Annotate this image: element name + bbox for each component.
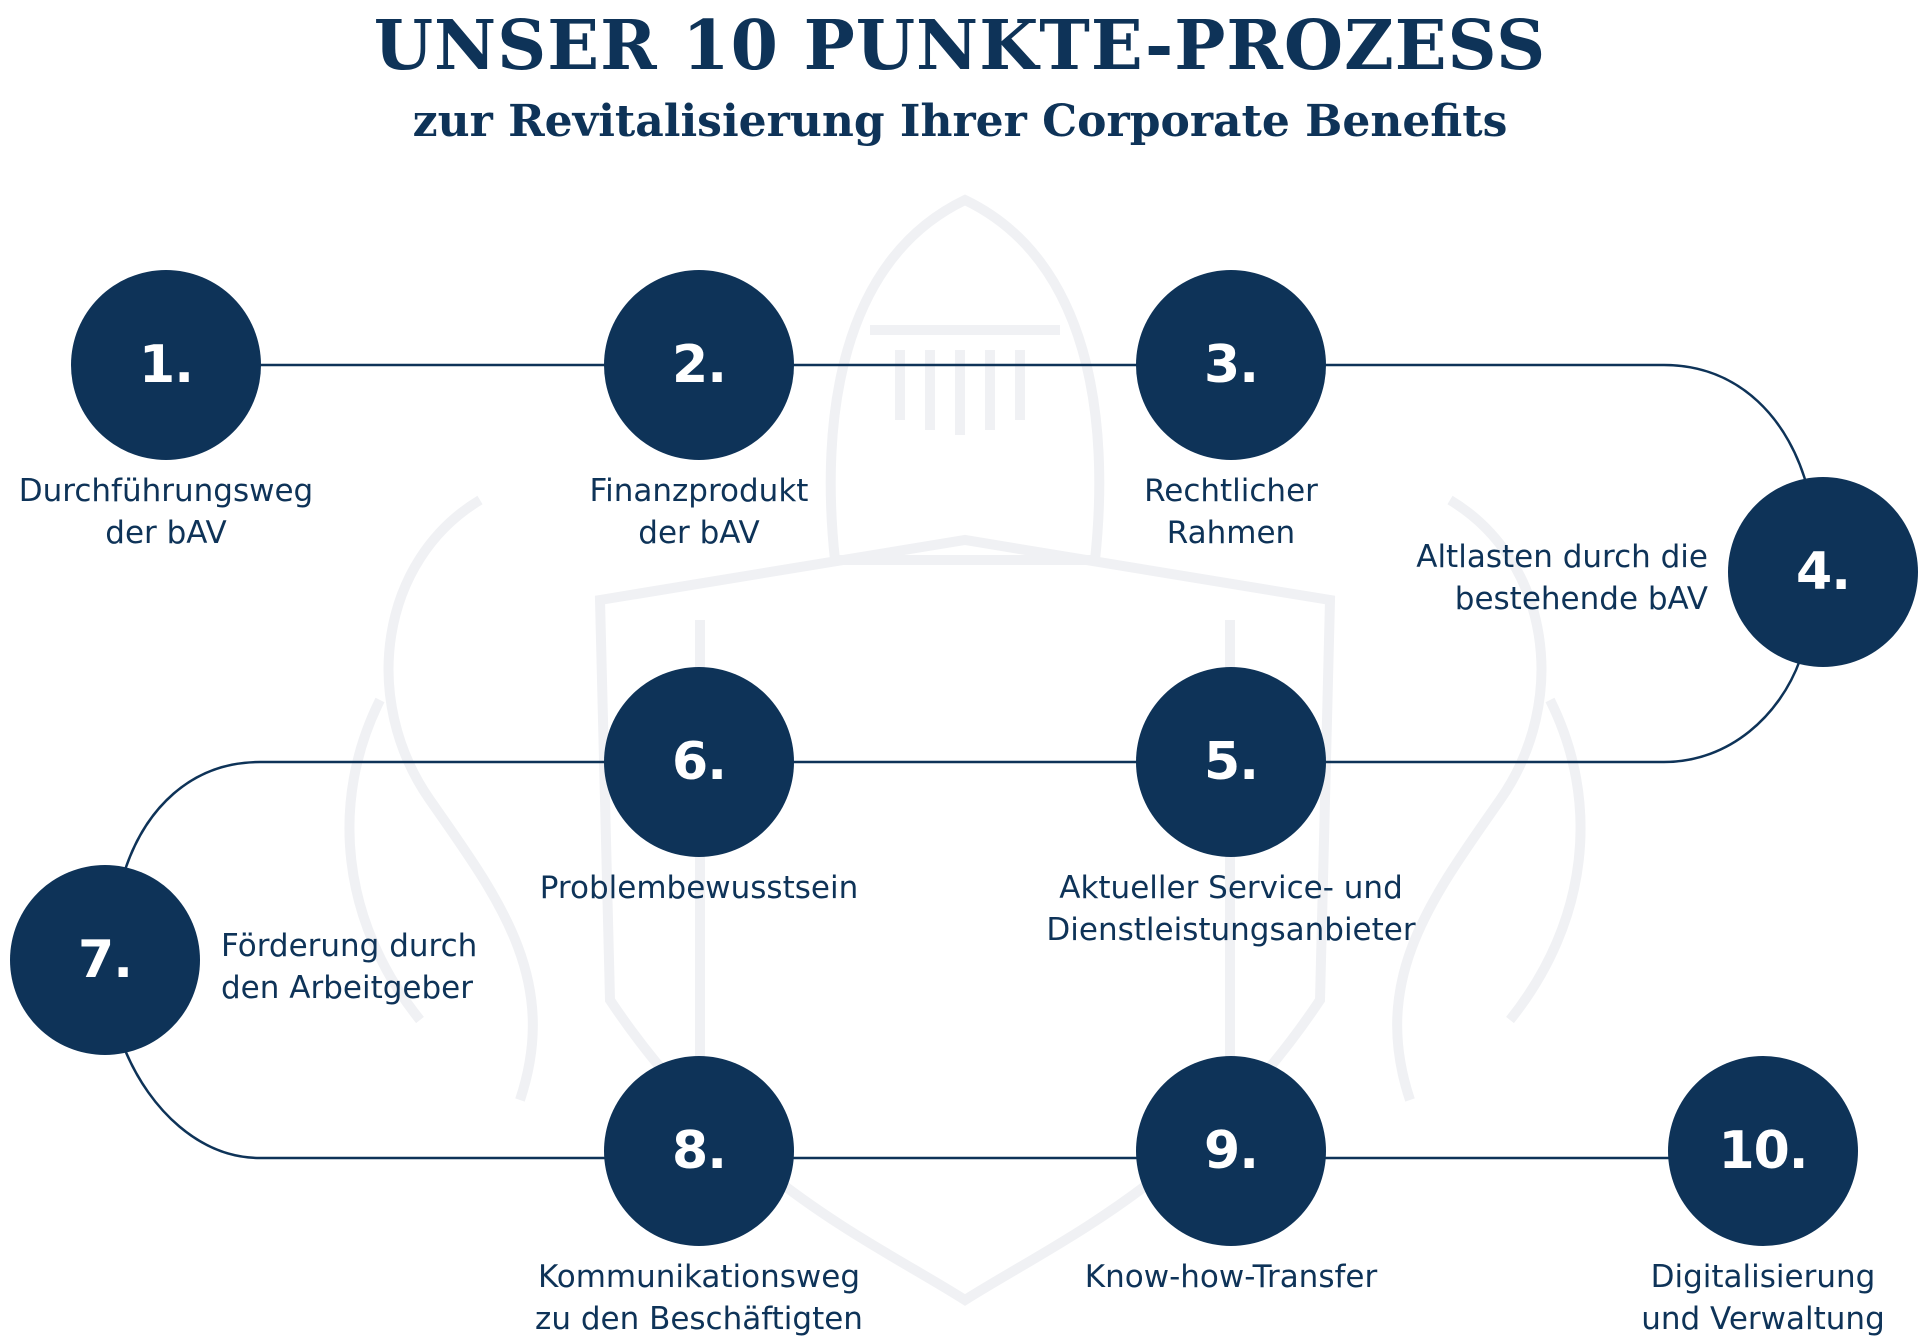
- step-label-line: Aktueller Service- und: [1059, 870, 1403, 906]
- step-label-line: Finanzprodukt: [589, 473, 809, 509]
- step-node-2: 2.: [604, 270, 794, 460]
- step-label-line: Rechtlicher: [1144, 473, 1318, 509]
- step-label-line: Know-how-Transfer: [1084, 1259, 1378, 1295]
- step-label-4: Altlasten durch die bestehende bAV: [1416, 536, 1708, 620]
- step-number: 10.: [1718, 1121, 1808, 1181]
- step-node-5: 5.: [1136, 667, 1326, 857]
- connector-curve-4-5: [1663, 659, 1802, 764]
- step-label-line: Dienstleistungsanbieter: [1046, 912, 1416, 948]
- step-label-3: Rechtlicher Rahmen: [1144, 470, 1318, 554]
- step-number: 1.: [139, 335, 194, 395]
- step-label-10: Digitalisierung und Verwaltung: [1641, 1256, 1885, 1340]
- step-label-line: und Verwaltung: [1641, 1301, 1885, 1337]
- step-number: 8.: [672, 1121, 727, 1181]
- step-number: 9.: [1204, 1121, 1259, 1181]
- step-node-8: 8.: [604, 1056, 794, 1246]
- step-label-8: Kommunikationsweg zu den Beschäftigten: [535, 1256, 863, 1340]
- step-node-4: 4.: [1728, 477, 1918, 667]
- step-label-6: Problembewusstsein: [540, 867, 858, 909]
- step-node-1: 1.: [71, 270, 261, 460]
- step-node-9: 9.: [1136, 1056, 1326, 1246]
- step-number: 3.: [1204, 335, 1259, 395]
- step-label-line: Förderung durch: [221, 928, 478, 964]
- step-node-10: 10.: [1668, 1056, 1858, 1246]
- step-label-7: Förderung durch den Arbeitgeber: [221, 925, 477, 1009]
- step-label-line: den Arbeitgeber: [221, 970, 473, 1006]
- page-title: UNSER 10 PUNKTE-PROZESS: [373, 6, 1547, 86]
- step-number: 5.: [1204, 732, 1259, 792]
- page-subtitle: zur Revitalisierung Ihrer Corporate Bene…: [412, 96, 1508, 147]
- connector-curve-6-7: [123, 760, 261, 871]
- step-node-3: 3.: [1136, 270, 1326, 460]
- connector-curve-7-8: [123, 1049, 261, 1160]
- step-label-line: bestehende bAV: [1454, 581, 1708, 617]
- step-label-line: der bAV: [638, 515, 760, 551]
- step-label-2: Finanzprodukt der bAV: [590, 470, 809, 554]
- step-label-line: Kommunikationsweg: [537, 1259, 861, 1295]
- step-node-7: 7.: [10, 865, 200, 1055]
- step-label-line: zu den Beschäftigten: [535, 1301, 863, 1337]
- step-label-9: Know-how-Transfer: [1085, 1256, 1377, 1298]
- step-label-line: der bAV: [105, 515, 227, 551]
- step-label-line: Digitalisierung: [1650, 1259, 1876, 1295]
- step-number: 4.: [1796, 542, 1851, 602]
- step-label-1: Durchführungsweg der bAV: [19, 470, 313, 554]
- step-label-line: Rahmen: [1166, 515, 1296, 551]
- step-node-6: 6.: [604, 667, 794, 857]
- step-label-line: Altlasten durch die: [1416, 539, 1708, 575]
- step-number: 7.: [78, 930, 133, 990]
- step-label-line: Problembewusstsein: [539, 870, 859, 906]
- step-label-5: Aktueller Service- und Dienstleistungsan…: [1046, 867, 1415, 951]
- step-number: 2.: [672, 335, 727, 395]
- step-label-line: Durchführungsweg: [18, 473, 314, 509]
- step-number: 6.: [672, 732, 727, 792]
- connector-curve-3-4: [1663, 363, 1810, 491]
